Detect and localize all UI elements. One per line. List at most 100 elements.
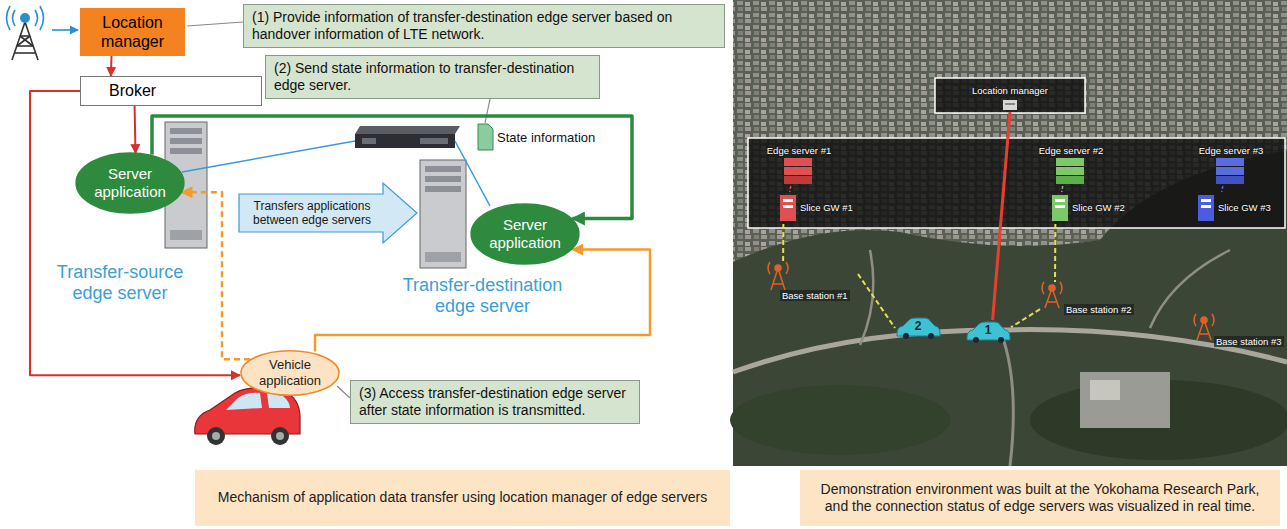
text-group: Location manager [972,85,1048,96]
node-text: Transfers applications between edge serv… [246,199,378,228]
car-shape [897,318,940,336]
node-text: Base station #3 [1214,336,1284,347]
map-icon [780,100,1244,221]
app-ellipse: Vehicle application [240,350,340,396]
node-text: Base station #2 [1064,304,1134,315]
connector [1062,186,1063,192]
node-text: Demonstration environment was built at t… [812,481,1268,516]
car-wheel [928,333,934,339]
node-text: Broker [109,81,156,100]
node-text: 2 [915,319,922,333]
node-text: Mechanism of application data transfer u… [218,489,708,507]
node-text: Base station #1 [780,290,850,301]
text-group: (3) Access transfer-destination edge ser… [359,385,631,419]
server-icon [165,122,466,268]
callout-box: (1) Provide information of transfer-dest… [243,4,725,48]
text-group: (1) Provide information of transfer-dest… [252,9,716,43]
text-group: Base station #2 [1064,304,1134,315]
text-label: Transfer-source edge server [40,262,200,303]
connector [1011,309,1040,327]
text-group: Base station #1 [780,290,850,301]
manager-box: Location manager [80,8,185,56]
signal-arrow [52,29,78,31]
text-group: 1 [985,323,992,337]
car-shape [967,322,1010,340]
text-group: Demonstration environment was built at t… [812,481,1268,516]
node-text: (1) Provide information of transfer-dest… [252,9,716,43]
text-group: Broker [109,81,156,100]
router-icon [355,126,460,148]
text-group: Mechanism of application data transfer u… [218,489,708,507]
node-text: Edge server #3 [1199,145,1263,156]
node-text: Location manager [972,85,1048,96]
ellipse-shape [241,351,339,396]
document-icon [478,124,493,150]
node-text: Vehicle application [250,357,330,388]
node-text: (3) Access transfer-destination edge ser… [359,385,631,419]
map-photo [730,0,1287,466]
text-group: Server application [482,216,568,252]
connector [315,250,650,352]
node-text: Location manager [86,13,179,51]
text-group: Location manager [86,13,179,51]
caption-box: Mechanism of application data transfer u… [195,470,730,526]
ellipse-shape [471,204,579,264]
text-group: Base station #3 [1214,336,1284,347]
text-label: Transfer-destination edge server [385,275,580,316]
car-wheel [903,333,909,339]
car-wheel [998,337,1004,343]
map-node: Slice GW #3 [1196,192,1282,224]
broker-box: Broker [80,76,262,106]
text-group: Transfers applications between edge serv… [246,199,378,228]
connector [858,274,895,328]
map-node: Slice GW #1 [778,192,868,224]
text-group: Edge server #1 [767,145,831,156]
node-text: Edge server #1 [767,145,831,156]
node-text: (2) Send state information to transfer-d… [274,60,591,94]
car-illustration [195,388,300,445]
caption-box: Demonstration environment was built at t… [800,470,1280,526]
map-node: Base station #2 [1040,282,1140,316]
node-text: Slice GW #1 [800,202,853,213]
car-wheel [973,337,979,343]
node-text: Server application [87,165,173,201]
text-group: Slice GW #1 [800,202,853,213]
ellipse-shape [76,153,184,213]
map-node: Base station #3 [1190,314,1284,348]
text-group: Server application [87,165,173,201]
map-node: Location manager [960,84,1060,112]
callout-box: (3) Access transfer-destination edge ser… [350,380,640,424]
text-label: State information [497,130,595,145]
map-node: Slice GW #2 [1050,192,1140,224]
connector [790,186,791,192]
car-marker: 1 [965,320,1011,344]
node-text: Slice GW #2 [1072,202,1125,213]
text-group: Vehicle application [250,357,330,388]
map-node: Edge server #2 [1030,144,1112,186]
callout-box: (2) Send state information to transfer-d… [265,55,600,99]
node-text: Slice GW #3 [1218,202,1271,213]
connector [993,112,1010,320]
connector [30,91,240,375]
antenna-icon [7,6,44,60]
node-text: 1 [985,323,992,337]
connector [134,106,137,153]
connector [1222,186,1223,192]
arrow-shape [239,183,417,243]
connector [1054,224,1056,282]
car-marker: 2 [895,316,941,340]
base-station-icon [768,262,1214,340]
app-ellipse: Server application [75,152,185,214]
text-group: Edge server #3 [1199,145,1263,156]
node-text: Edge server #2 [1039,145,1103,156]
node-text: Server application [482,216,568,252]
transfer-arrow: Transfers applications between edge serv… [238,182,418,244]
map-node: Edge server #1 [758,144,840,186]
map-node: Base station #1 [762,262,858,302]
connector [782,224,784,262]
text-group: Edge server #2 [1039,145,1103,156]
text-group: Slice GW #2 [1072,202,1125,213]
text-group: Slice GW #3 [1218,202,1271,213]
app-ellipse: Server application [470,203,580,265]
text-group: (2) Send state information to transfer-d… [274,60,591,94]
